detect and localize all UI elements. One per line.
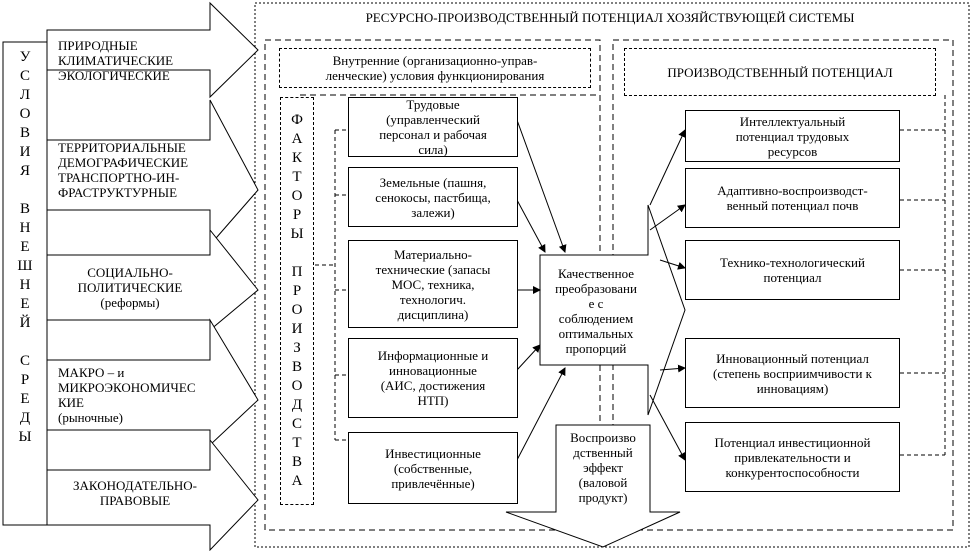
production-potential-title: ПРОИЗВОДСТВЕННЫЙ ПОТЕНЦИАЛ bbox=[624, 48, 936, 96]
condition-economic: МАКРО – и МИКРОЭКОНОМИЧЕС КИЕ (рыночные) bbox=[58, 365, 196, 425]
condition-arrow-5 bbox=[46, 438, 259, 551]
condition-natural: ПРИРОДНЫЕ КЛИМАТИЧЕСКИЕ ЭКОЛОГИЧЕСКИЕ bbox=[58, 38, 174, 83]
transformation-text: Качественное преобразовани е с соблюдени… bbox=[555, 266, 637, 356]
output-arrow bbox=[505, 424, 681, 548]
factor-land: Земельные (пашня, сенокосы, пастбища, за… bbox=[348, 167, 518, 227]
condition-arrow-2 bbox=[46, 99, 259, 247]
condition-arrow-1 bbox=[46, 1, 259, 99]
reproductive-effect-text: Воспроизво дственный эффект (валовой про… bbox=[570, 430, 636, 505]
transformation-arrow bbox=[539, 204, 686, 416]
potential-investment: Потенциал инвестиционной привлекательнос… bbox=[685, 422, 900, 492]
factor-labour: Трудовые (управленческий персонал и рабо… bbox=[348, 97, 518, 157]
potential-adaptive: Адаптивно-воспроизводст- венный потенциа… bbox=[685, 168, 900, 228]
condition-arrow-3 bbox=[46, 228, 259, 332]
potential-innovation: Инновационный потенциал (степень восприи… bbox=[685, 338, 900, 408]
internal-conditions: Внутренние (организационно-управ- ленчес… bbox=[279, 48, 591, 88]
factor-information: Информационные и инновационные (АИС, дос… bbox=[348, 338, 518, 418]
system-frame bbox=[254, 2, 970, 548]
condition-legal: ЗАКОНОДАТЕЛЬНО- ПРАВОВЫЕ bbox=[73, 478, 197, 508]
condition-social: СОЦИАЛЬНО- ПОЛИТИЧЕСКИЕ (реформы) bbox=[77, 265, 183, 310]
condition-territorial: ТЕРРИТОРИАЛЬНЫЕ ДЕМОГРАФИЧЕСКИЕ ТРАНСПОР… bbox=[58, 140, 189, 200]
potential-intellectual: Интеллектуальный потенциал трудовых ресу… bbox=[685, 110, 900, 162]
system-title: РЕСУРСНО-ПРОИЗВОДСТВЕННЫЙ ПОТЕНЦИАЛ ХОЗЯ… bbox=[365, 10, 855, 25]
condition-arrow-4 bbox=[46, 318, 259, 447]
factor-investment: Инвестиционные (собственные, привлечённы… bbox=[348, 432, 518, 504]
env-label-frame bbox=[2, 41, 48, 526]
potential-technical: Технико-технологический потенциал bbox=[685, 240, 900, 300]
factor-material: Материально- технические (запасы МОС, те… bbox=[348, 240, 518, 328]
